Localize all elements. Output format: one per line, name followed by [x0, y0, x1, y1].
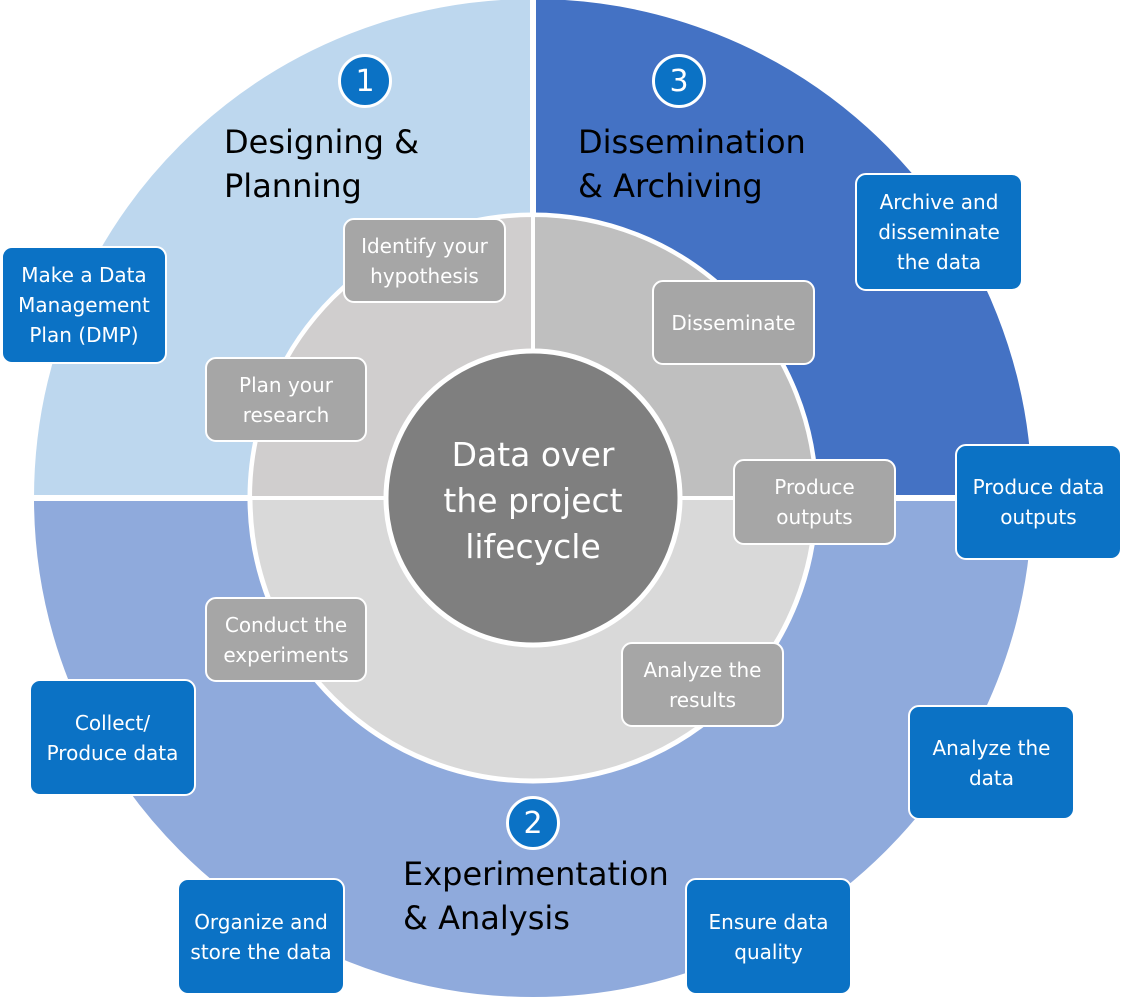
- phase-2-number: 2: [506, 796, 560, 850]
- step-analyze-results: Analyze the results: [621, 642, 784, 727]
- step-produce-outputs: Produce outputs: [733, 459, 896, 545]
- center-circle: [383, 348, 683, 648]
- phase-1-number: 1: [338, 54, 392, 108]
- step-conduct-experiments: Conduct the experiments: [205, 597, 367, 682]
- step-ensure-quality: Ensure data quality: [685, 878, 852, 995]
- step-disseminate: Disseminate: [652, 280, 815, 365]
- step-make-dmp: Make a Data Management Plan (DMP): [1, 246, 167, 364]
- phase-2-title: Experimentation & Analysis: [403, 855, 669, 937]
- step-analyze-data: Analyze the data: [908, 705, 1075, 820]
- phase-3-number: 3: [652, 54, 706, 108]
- center-label: Data over the project lifecycle: [443, 435, 623, 566]
- phase-3-title: Dissemination & Archiving: [578, 123, 806, 205]
- step-identify-hypothesis: Identify your hypothesis: [343, 218, 506, 303]
- step-archive-disseminate: Archive and disseminate the data: [855, 173, 1023, 291]
- step-organize-store: Organize and store the data: [177, 878, 345, 995]
- step-collect-produce: Collect/ Produce data: [29, 679, 196, 796]
- step-produce-data-outputs: Produce data outputs: [955, 444, 1122, 560]
- step-plan-research: Plan your research: [205, 357, 367, 442]
- phase-1-title: Designing & Planning: [224, 123, 420, 205]
